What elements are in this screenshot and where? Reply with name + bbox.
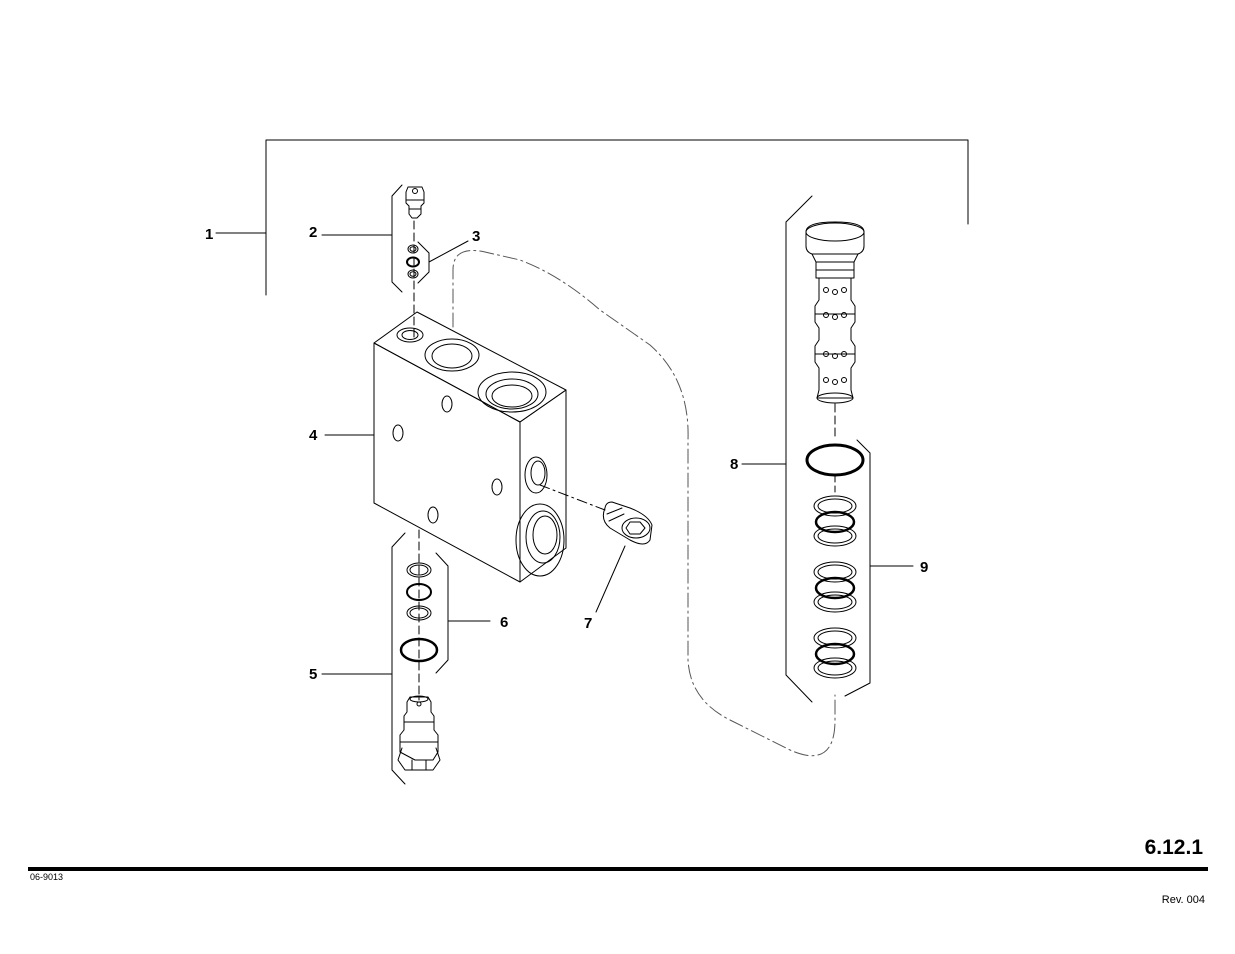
- leader-7: [596, 546, 625, 612]
- small-cartridge-part: [406, 187, 424, 218]
- callout-7: 7: [584, 615, 592, 632]
- callout-4: 4: [309, 427, 318, 444]
- section-number: 6.12.1: [1145, 836, 1203, 860]
- plug-axis: [540, 485, 605, 510]
- callout-3: 3: [472, 228, 480, 245]
- seal-kit-part: [407, 245, 419, 278]
- footer-rule: [28, 867, 1208, 871]
- plug-part: [603, 502, 652, 544]
- large-seal-kit-part: [807, 445, 863, 678]
- leader-3: [429, 241, 468, 262]
- callout-5: 5: [309, 666, 317, 683]
- bracket-2: [392, 185, 402, 292]
- bracket-5: [392, 533, 405, 784]
- bracket-6: [436, 553, 448, 673]
- revision-label: Rev. 004: [1162, 894, 1205, 906]
- flow-path: [453, 250, 835, 755]
- manifold-block-part: [374, 312, 566, 582]
- callout-2: 2: [309, 224, 317, 241]
- drawing-number: 06-9013: [30, 872, 63, 882]
- bracket-8: [786, 196, 812, 702]
- callout-9: 9: [920, 559, 928, 576]
- callout-6: 6: [500, 614, 508, 631]
- large-cartridge-part: [806, 222, 864, 403]
- callout-8: 8: [730, 456, 738, 473]
- assembly-bracket: [266, 140, 968, 295]
- callout-1: 1: [205, 226, 213, 243]
- lower-cartridge-part: [398, 696, 440, 770]
